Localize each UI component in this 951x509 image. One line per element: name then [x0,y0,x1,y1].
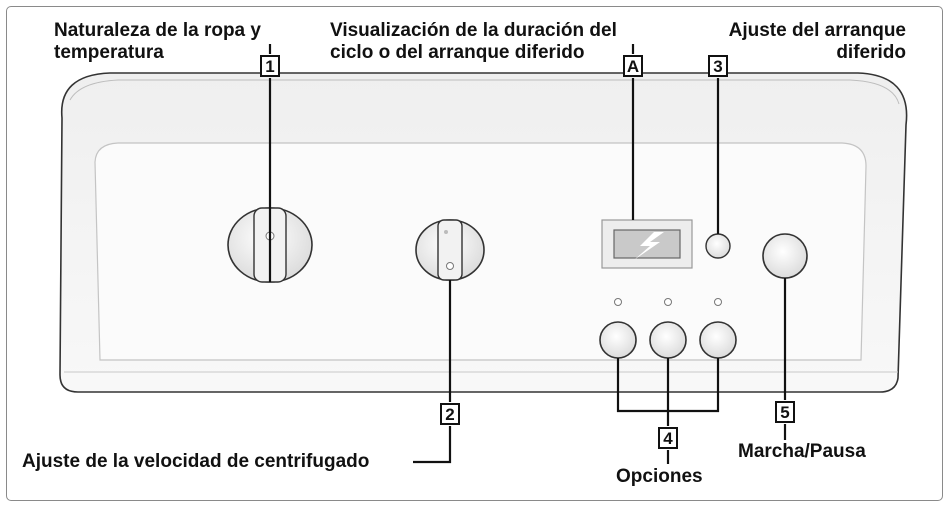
tag-4: 4 [658,427,678,449]
start-pause-button[interactable] [762,233,808,279]
label-options: Opciones [616,466,703,487]
label-delay-start-line1: Ajuste del arranque [728,20,906,41]
option-button-3[interactable] [699,321,737,359]
tag-a: A [623,55,643,77]
tag-1: 1 [260,55,280,77]
option-button-2[interactable] [649,321,687,359]
lightning-icon [634,232,664,260]
tag-2: 2 [440,403,460,425]
delay-start-button[interactable] [705,233,731,259]
option-button-1[interactable] [599,321,637,359]
cycle-duration-display [601,219,693,269]
tag-3: 3 [708,55,728,77]
option-led-3 [714,298,722,306]
label-start-pause: Marcha/Pausa [738,441,866,462]
label-nature-temperature-line1: Naturaleza de la ropa y [54,20,261,41]
tag-5: 5 [775,401,795,423]
label-display-line2: ciclo o del arranque diferido [330,42,585,63]
figure-frame [6,6,943,501]
label-display-line1: Visualización de la duración del [330,20,617,41]
spin-speed-knob[interactable] [415,219,485,281]
label-delay-start-line2: diferido [836,42,906,63]
option-led-2 [664,298,672,306]
option-led-1 [614,298,622,306]
label-nature-temperature-line2: temperatura [54,42,164,63]
leader-lines [268,44,787,464]
panel-top-ledge [69,79,900,105]
label-spin-speed: Ajuste de la velocidad de centrifugado [22,451,370,472]
leader-line-2-down [413,426,452,464]
